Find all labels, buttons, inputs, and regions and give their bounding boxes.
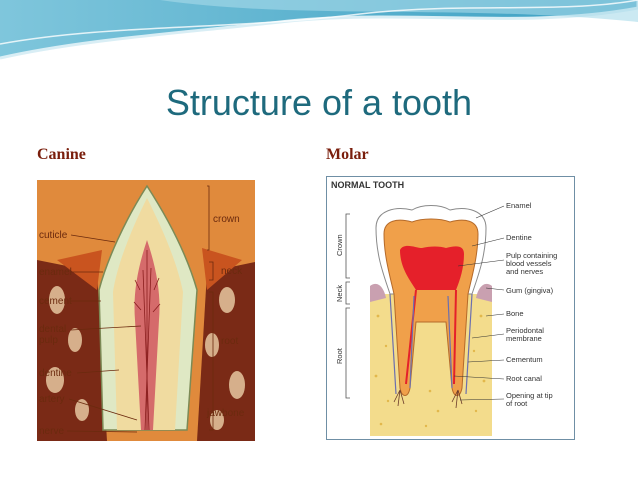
- canine-label-cement: cement: [39, 296, 72, 307]
- molar-label-perio-2: membrane: [506, 334, 542, 343]
- molar-label-opening-1: Opening at tip: [506, 391, 553, 400]
- molar-label-pulp-1: Pulp containing: [506, 251, 557, 260]
- molar-label-enamel: Enamel: [506, 201, 532, 210]
- molar-label-perio-1: Periodontal: [506, 326, 544, 335]
- canine-heading: Canine: [37, 146, 86, 163]
- molar-label-root-canal: Root canal: [506, 374, 542, 383]
- canine-label-cuticle: cuticle: [39, 230, 68, 241]
- molar-label-pulp-3: and nerves: [506, 267, 543, 276]
- molar-heading-label: NORMAL TOOTH: [331, 180, 404, 190]
- molar-heading: Molar: [326, 146, 369, 163]
- canine-diagram: cuticle enamel cement dental pulp dentin…: [37, 180, 255, 441]
- molar-label-gum: Gum (gingiva): [506, 286, 554, 295]
- canine-label-artery: artery: [39, 394, 65, 405]
- slide-title: Structure of a tooth: [165, 82, 473, 123]
- canine-label-pulp: pulp: [39, 335, 58, 346]
- canine-label-jawbone: jawbone: [206, 408, 245, 419]
- canine-label-root: root: [221, 336, 238, 347]
- canine-label-crown: crown: [213, 214, 240, 225]
- molar-zone-crown: Crown: [335, 234, 344, 256]
- molar-label-pulp-2: blood vessels: [506, 259, 552, 268]
- canine-label-nerve: nerve: [39, 426, 64, 437]
- canine-label-dentine: dentine: [39, 368, 72, 379]
- molar-label-cementum: Cementum: [506, 355, 543, 364]
- molar-label-opening-2: of root: [506, 399, 528, 408]
- molar-pulp: [400, 245, 464, 290]
- molar-label-bone: Bone: [506, 309, 524, 318]
- canine-gum-right: [202, 248, 242, 290]
- header-wave-banner: [0, 0, 638, 60]
- molar-diagram: NORMAL TOOTH Crown Neck Root Enamel Dent…: [326, 176, 575, 440]
- canine-label-dental: dental: [39, 324, 66, 335]
- canine-gum-left: [57, 250, 102, 290]
- canine-label-enamel: enamel: [39, 267, 72, 278]
- molar-zone-neck: Neck: [335, 285, 344, 302]
- molar-gum-left: [370, 283, 386, 302]
- molar-label-dentine: Dentine: [506, 233, 532, 242]
- molar-zone-root: Root: [335, 347, 344, 364]
- canine-label-neck: neck: [221, 266, 243, 277]
